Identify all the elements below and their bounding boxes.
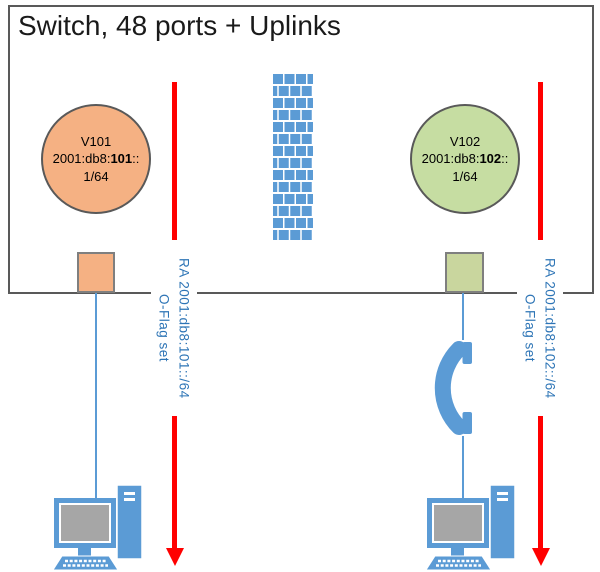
connector-line-v102-lower bbox=[462, 436, 464, 498]
vlan102-addr-suffix: :: bbox=[501, 151, 509, 167]
vlan101-address: 2001:db8:101:: bbox=[53, 150, 140, 168]
firewall-brick-wall-icon bbox=[273, 74, 313, 241]
connector-line-v102-upper bbox=[462, 293, 464, 340]
vlan101-name: V101 bbox=[80, 133, 112, 149]
ra-arrow-head-left bbox=[166, 548, 184, 566]
vlan102-name: V102 bbox=[449, 133, 481, 149]
port-v102 bbox=[445, 252, 484, 293]
ra-label-panel-left: O-Flag set RA 2001:db8:101::/64 bbox=[151, 240, 197, 416]
ra-arrow-head-right bbox=[532, 548, 550, 566]
ra-message-left: RA 2001:db8:101::/64 bbox=[176, 257, 192, 399]
o-flag-label-left: O-Flag set bbox=[156, 293, 172, 363]
vlan102-address: 2001:db8:102:: bbox=[422, 150, 509, 168]
vlan101-addr-suffix: :: bbox=[132, 151, 140, 167]
vlan101-addr-bold: 101 bbox=[110, 151, 133, 167]
switch-title: Switch, 48 ports + Uplinks bbox=[18, 10, 341, 41]
ra-label-panel-right: O-Flag set RA 2001:db8:102::/64 bbox=[517, 240, 563, 416]
desktop-computer-icon-left bbox=[52, 484, 143, 571]
vlan102-address-cont: 1/64 bbox=[452, 168, 478, 184]
connector-line-v101 bbox=[95, 293, 97, 498]
port-v101 bbox=[77, 252, 115, 293]
o-flag-label-right: O-Flag set bbox=[522, 293, 538, 363]
vlan102-addr-bold: 102 bbox=[479, 151, 502, 167]
vlan101-address-cont: 1/64 bbox=[83, 168, 109, 184]
vlan102-addr-prefix: 2001:db8: bbox=[421, 151, 480, 167]
desktop-computer-icon-right bbox=[425, 484, 516, 571]
ra-message-right: RA 2001:db8:102::/64 bbox=[542, 257, 558, 399]
vlan102-circle: V102 2001:db8:102:: 1/64 bbox=[410, 104, 520, 214]
telephone-handset-icon bbox=[434, 341, 472, 435]
vlan101-addr-prefix: 2001:db8: bbox=[52, 151, 111, 167]
vlan101-circle: V101 2001:db8:101:: 1/64 bbox=[41, 104, 151, 214]
